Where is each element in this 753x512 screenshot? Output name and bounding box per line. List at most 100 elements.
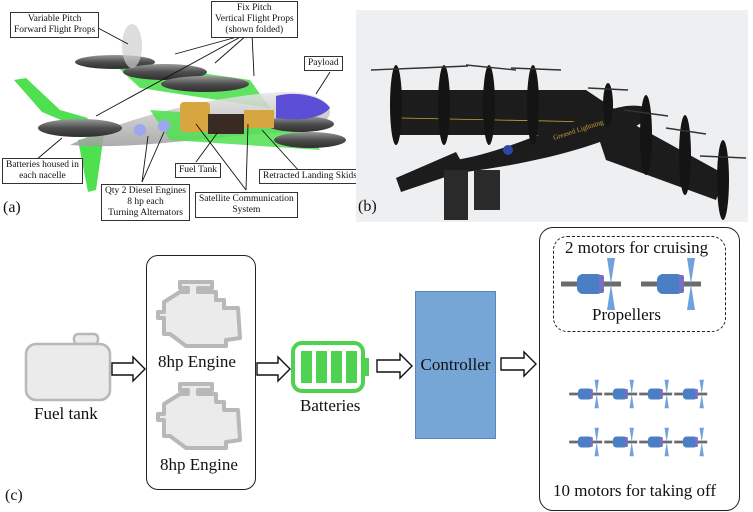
propeller-blade	[607, 258, 615, 284]
callout-line: Forward Flight Props	[14, 25, 96, 35]
motor-end	[660, 437, 663, 447]
cruise-motors-group	[553, 236, 726, 332]
propellers-label: Propellers	[592, 305, 661, 324]
nacelle	[161, 76, 249, 92]
callout-fix-pitch: Fix Pitch Vertical Flight Props (shown f…	[211, 1, 298, 38]
panel-b-photo: Greased Lightning (b)	[356, 10, 748, 222]
engine-2-label: 8hp Engine	[160, 455, 238, 474]
motor-body	[613, 436, 628, 448]
callout-line: Fix Pitch	[237, 3, 272, 13]
callout-landing-skids: Retracted Landing Skids	[259, 169, 361, 184]
motor-body	[648, 436, 663, 448]
nasa-logo	[503, 145, 513, 155]
tail-fin	[444, 170, 468, 220]
battery-cell	[346, 351, 357, 383]
callout-line: System	[232, 205, 261, 215]
motor-end	[695, 389, 698, 399]
callout-variable-pitch: Variable Pitch Forward Flight Props	[10, 12, 100, 38]
motor-body	[683, 388, 698, 400]
callout-batteries: Batteries housed in each nacelle	[2, 158, 83, 184]
propeller-blade	[594, 379, 599, 394]
flow-arrow	[500, 350, 537, 378]
takeoff-motors-label: 10 motors for taking off	[553, 481, 717, 500]
panel-label-b: (b)	[358, 198, 377, 215]
fuselage	[456, 105, 650, 172]
motor-body	[683, 436, 698, 448]
callout-fuel-tank: Fuel Tank	[175, 163, 221, 178]
flow-arrow	[376, 352, 413, 380]
callout-line: (shown folded)	[225, 25, 284, 35]
leader-lines	[35, 27, 331, 191]
propeller-blade	[664, 442, 669, 457]
tail-fin-lower	[78, 134, 104, 192]
propeller-disk	[122, 24, 142, 68]
motor-propeller-unit	[674, 379, 708, 409]
callout-line: Variable Pitch	[27, 14, 82, 24]
motor-propeller-unit	[641, 258, 701, 310]
propeller-blade	[664, 379, 669, 394]
motor-end	[660, 389, 663, 399]
callout-diesel-engines: Qty 2 Diesel Engines 8 hp each Turning A…	[101, 184, 191, 221]
propeller-blade	[687, 284, 695, 310]
nacelle	[266, 116, 334, 132]
engine-icon	[156, 280, 242, 348]
engine-block	[208, 114, 244, 134]
propeller-blade	[699, 379, 704, 394]
motors-box	[539, 227, 740, 511]
fuel-tank-label: Fuel tank	[34, 404, 98, 423]
motor-propeller-unit	[569, 379, 603, 409]
motor-end	[679, 275, 684, 293]
nacelle	[123, 64, 207, 80]
propeller-blade	[594, 394, 599, 409]
takeoff-motors	[569, 379, 708, 457]
panel-label-c: (c)	[5, 487, 23, 504]
battery-cells	[301, 351, 357, 383]
motor-end	[590, 437, 593, 447]
motor-body	[577, 274, 603, 294]
diesel-engine-1	[134, 124, 146, 136]
callout-line: Batteries housed in	[6, 160, 79, 170]
callout-line: Turning Alternators	[108, 208, 183, 218]
callout-payload: Payload	[304, 56, 343, 71]
callout-satcom: Satellite Communication System	[195, 192, 298, 218]
battery-cell	[301, 351, 312, 383]
motor-end	[625, 389, 628, 399]
front-wing	[596, 120, 726, 200]
propeller-blade	[664, 427, 669, 442]
propeller-blade	[607, 284, 615, 310]
tail-fin	[474, 170, 500, 210]
tail-fin-upper	[14, 78, 88, 128]
fuel-tank-shape	[180, 102, 210, 132]
diesel-engine-2	[158, 120, 170, 132]
propeller-blade	[699, 442, 704, 457]
motor-body	[648, 388, 663, 400]
motor-propeller-unit	[604, 427, 638, 457]
propeller-blade	[664, 394, 669, 409]
motor-end	[599, 275, 604, 293]
callout-line: 8 hp each	[127, 197, 164, 207]
cruise-motors-title: 2 motors for cruising	[565, 238, 709, 257]
motor-propeller-unit	[561, 258, 621, 310]
satcom-box	[244, 110, 274, 128]
motor-end	[695, 437, 698, 447]
propeller-blade	[629, 442, 634, 457]
fuel-tank-icon	[24, 332, 112, 402]
batteries-label: Batteries	[300, 396, 361, 415]
cruise-motors	[561, 258, 701, 310]
propeller-blade	[629, 427, 634, 442]
propeller-blade	[629, 379, 634, 394]
motor-propeller-unit	[639, 379, 673, 409]
tail	[396, 152, 466, 192]
motor-propeller-unit	[604, 379, 638, 409]
motor-end	[590, 389, 593, 399]
propeller-blade	[687, 258, 695, 284]
nacelle	[274, 132, 346, 148]
rear-wing	[396, 90, 616, 135]
motor-propeller-unit	[639, 427, 673, 457]
propeller-blade	[629, 394, 634, 409]
propeller-blade	[594, 427, 599, 442]
panel-a-render	[14, 24, 346, 192]
motor-body	[578, 388, 593, 400]
controller-label: Controller	[420, 355, 491, 374]
flow-arrow	[256, 355, 291, 383]
